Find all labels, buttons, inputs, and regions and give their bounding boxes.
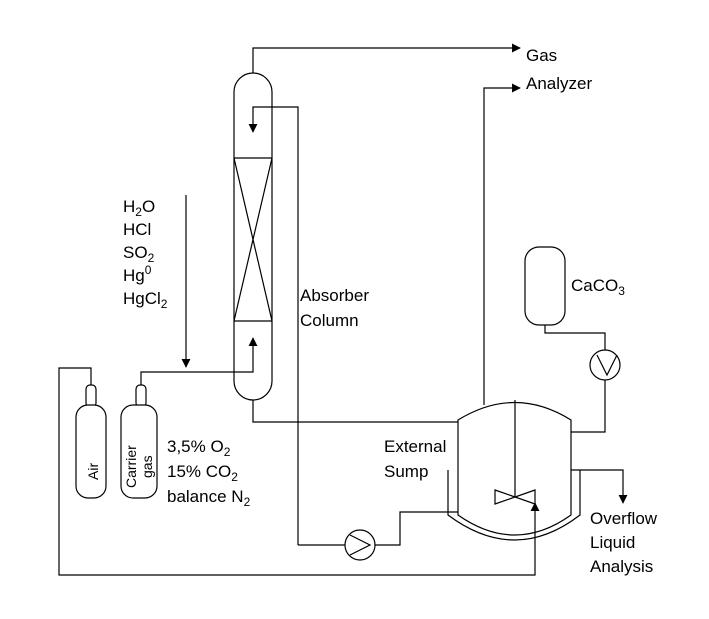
composition-o2: 3,5% O2	[167, 437, 231, 459]
species-so2: SO2	[123, 243, 155, 265]
sump-outlet-line	[375, 511, 458, 546]
species-h2o: H2O	[123, 197, 155, 219]
species-hg0: Hg0	[123, 263, 152, 285]
carrier-label-2: gas	[139, 455, 155, 478]
analyzer-label: Analyzer	[526, 74, 592, 93]
gas-outlet-line	[252, 43, 521, 73]
column-label: Column	[300, 311, 359, 330]
absorber-column	[233, 72, 273, 401]
column-to-sump-line	[252, 400, 471, 427]
analysis-label: Analysis	[590, 557, 653, 576]
caco3-pump	[589, 349, 621, 381]
composition-n2: balance N2	[167, 487, 251, 509]
absorber-label: Absorber	[300, 286, 369, 305]
gas-feed-line	[140, 337, 258, 385]
packing-cross-2	[233, 157, 273, 322]
species-hgcl2: HgCl2	[123, 289, 168, 311]
stirrer-blade-right	[513, 489, 536, 505]
sump-label: Sump	[384, 462, 428, 481]
circulation-pump	[344, 529, 376, 561]
caco3-feed-line-1	[544, 325, 606, 350]
air-label: Air	[85, 463, 101, 480]
liquid-recycle-line	[248, 106, 299, 545]
overflow-line	[571, 469, 628, 504]
overflow-label: Overflow	[590, 509, 658, 528]
caco3-feed-line-2	[571, 380, 606, 433]
composition-co2: 15% CO2	[167, 462, 238, 484]
caco3-silo	[524, 246, 566, 326]
external-sump	[447, 400, 581, 541]
air-line	[58, 367, 540, 576]
sump-gas-line	[483, 83, 521, 405]
carrier-gas-cylinder	[120, 384, 158, 499]
external-label: External	[384, 437, 446, 456]
gas-label: Gas	[526, 46, 557, 65]
liquid-label: Liquid	[590, 533, 635, 552]
stirrer-blade-left	[494, 489, 517, 505]
caco3-label: CaCO3	[571, 276, 625, 298]
carrier-label-1: Carrier	[123, 445, 139, 488]
species-hcl: HCl	[123, 220, 151, 239]
air-cylinder	[75, 384, 107, 499]
